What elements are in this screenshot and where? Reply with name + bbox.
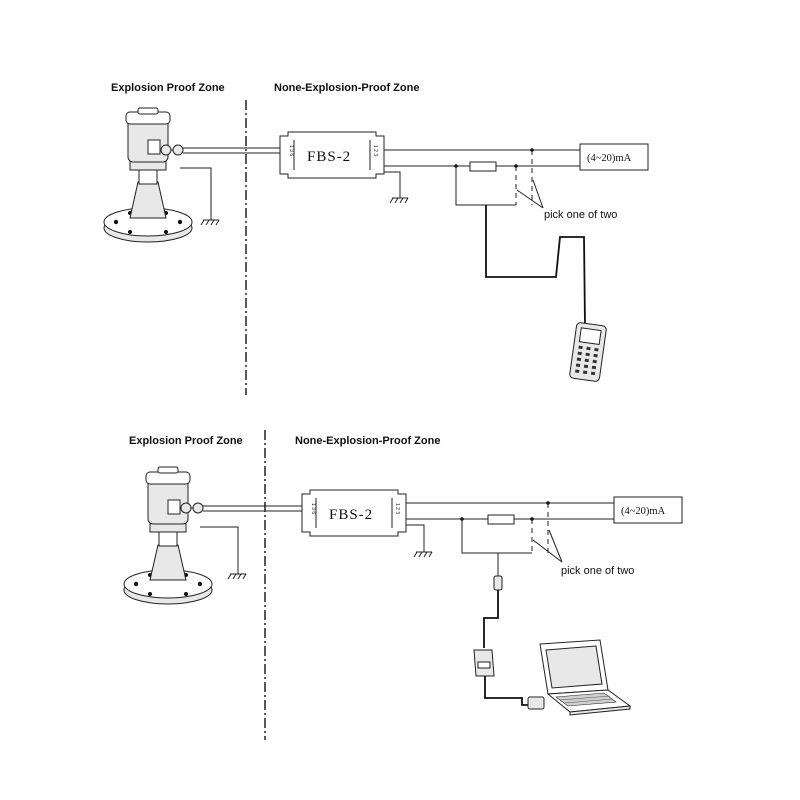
ground-wire bbox=[406, 524, 425, 552]
non-explosion-zone-label: None-Explosion-Proof Zone bbox=[295, 435, 440, 447]
hart-branch-wire bbox=[461, 519, 532, 554]
ground-icon bbox=[200, 219, 220, 226]
laptop-icon bbox=[539, 639, 632, 716]
output-box bbox=[579, 143, 649, 171]
housing-cover bbox=[145, 471, 191, 485]
usb-plug-icon bbox=[527, 696, 545, 710]
explosion-zone-label: Explosion Proof Zone bbox=[129, 435, 243, 447]
wiring-diagram-top: Explosion Proof Zone None-Explosion-Proo… bbox=[103, 82, 649, 395]
note-label: pick one of two bbox=[544, 209, 617, 221]
note-leader-line bbox=[548, 529, 563, 563]
handheld-communicator-icon bbox=[569, 322, 607, 382]
modem-cable bbox=[483, 590, 499, 648]
module-terminals-right: 1 2 3 bbox=[372, 145, 378, 156]
wiring-diagram-bottom: Explosion Proof Zone None-Explosion-Proo… bbox=[123, 430, 683, 740]
note-leader-line bbox=[516, 189, 544, 209]
usb-modem-icon bbox=[473, 649, 545, 710]
module-label: FBS-2 bbox=[329, 507, 373, 523]
ground-icon bbox=[389, 197, 409, 204]
module-label: FBS-2 bbox=[307, 149, 351, 165]
non-explosion-zone-label: None-Explosion-Proof Zone bbox=[274, 82, 419, 94]
cable-gland-icon bbox=[160, 144, 172, 156]
ground-wire bbox=[200, 526, 239, 574]
output-label: (4~20)mA bbox=[621, 506, 666, 517]
ground-icon bbox=[413, 551, 433, 558]
ground-wire bbox=[384, 171, 401, 198]
note-leader-line bbox=[532, 179, 544, 209]
communicator-cable bbox=[485, 205, 586, 327]
horn-antenna bbox=[149, 544, 187, 581]
fbs-2-isolator-module: FBS-2 1 3 6 1 2 3 bbox=[279, 131, 385, 179]
note-leader-line bbox=[532, 539, 563, 563]
fbs-2-isolator-module: FBS-2 1 3 6 1 2 3 bbox=[301, 489, 407, 537]
resistor-icon bbox=[469, 161, 497, 172]
ground-icon bbox=[227, 573, 247, 580]
clip-connector-icon bbox=[493, 575, 503, 591]
module-terminals-left: 1 3 6 bbox=[288, 145, 294, 156]
radar-level-transmitter bbox=[103, 107, 193, 243]
horn-antenna bbox=[129, 181, 167, 219]
explosion-zone-label: Explosion Proof Zone bbox=[111, 82, 225, 94]
radar-level-transmitter bbox=[123, 466, 213, 605]
usb-cable bbox=[484, 676, 528, 706]
cable-gland-icon bbox=[180, 502, 192, 514]
resistor-icon bbox=[487, 514, 515, 525]
ground-wire bbox=[180, 167, 212, 220]
module-terminals-left: 1 3 6 bbox=[310, 503, 316, 514]
module-terminals-right: 1 2 3 bbox=[394, 503, 400, 514]
output-label: (4~20)mA bbox=[587, 153, 632, 164]
hart-branch-wire bbox=[455, 166, 516, 206]
note-label: pick one of two bbox=[561, 565, 634, 577]
output-box bbox=[613, 496, 683, 524]
